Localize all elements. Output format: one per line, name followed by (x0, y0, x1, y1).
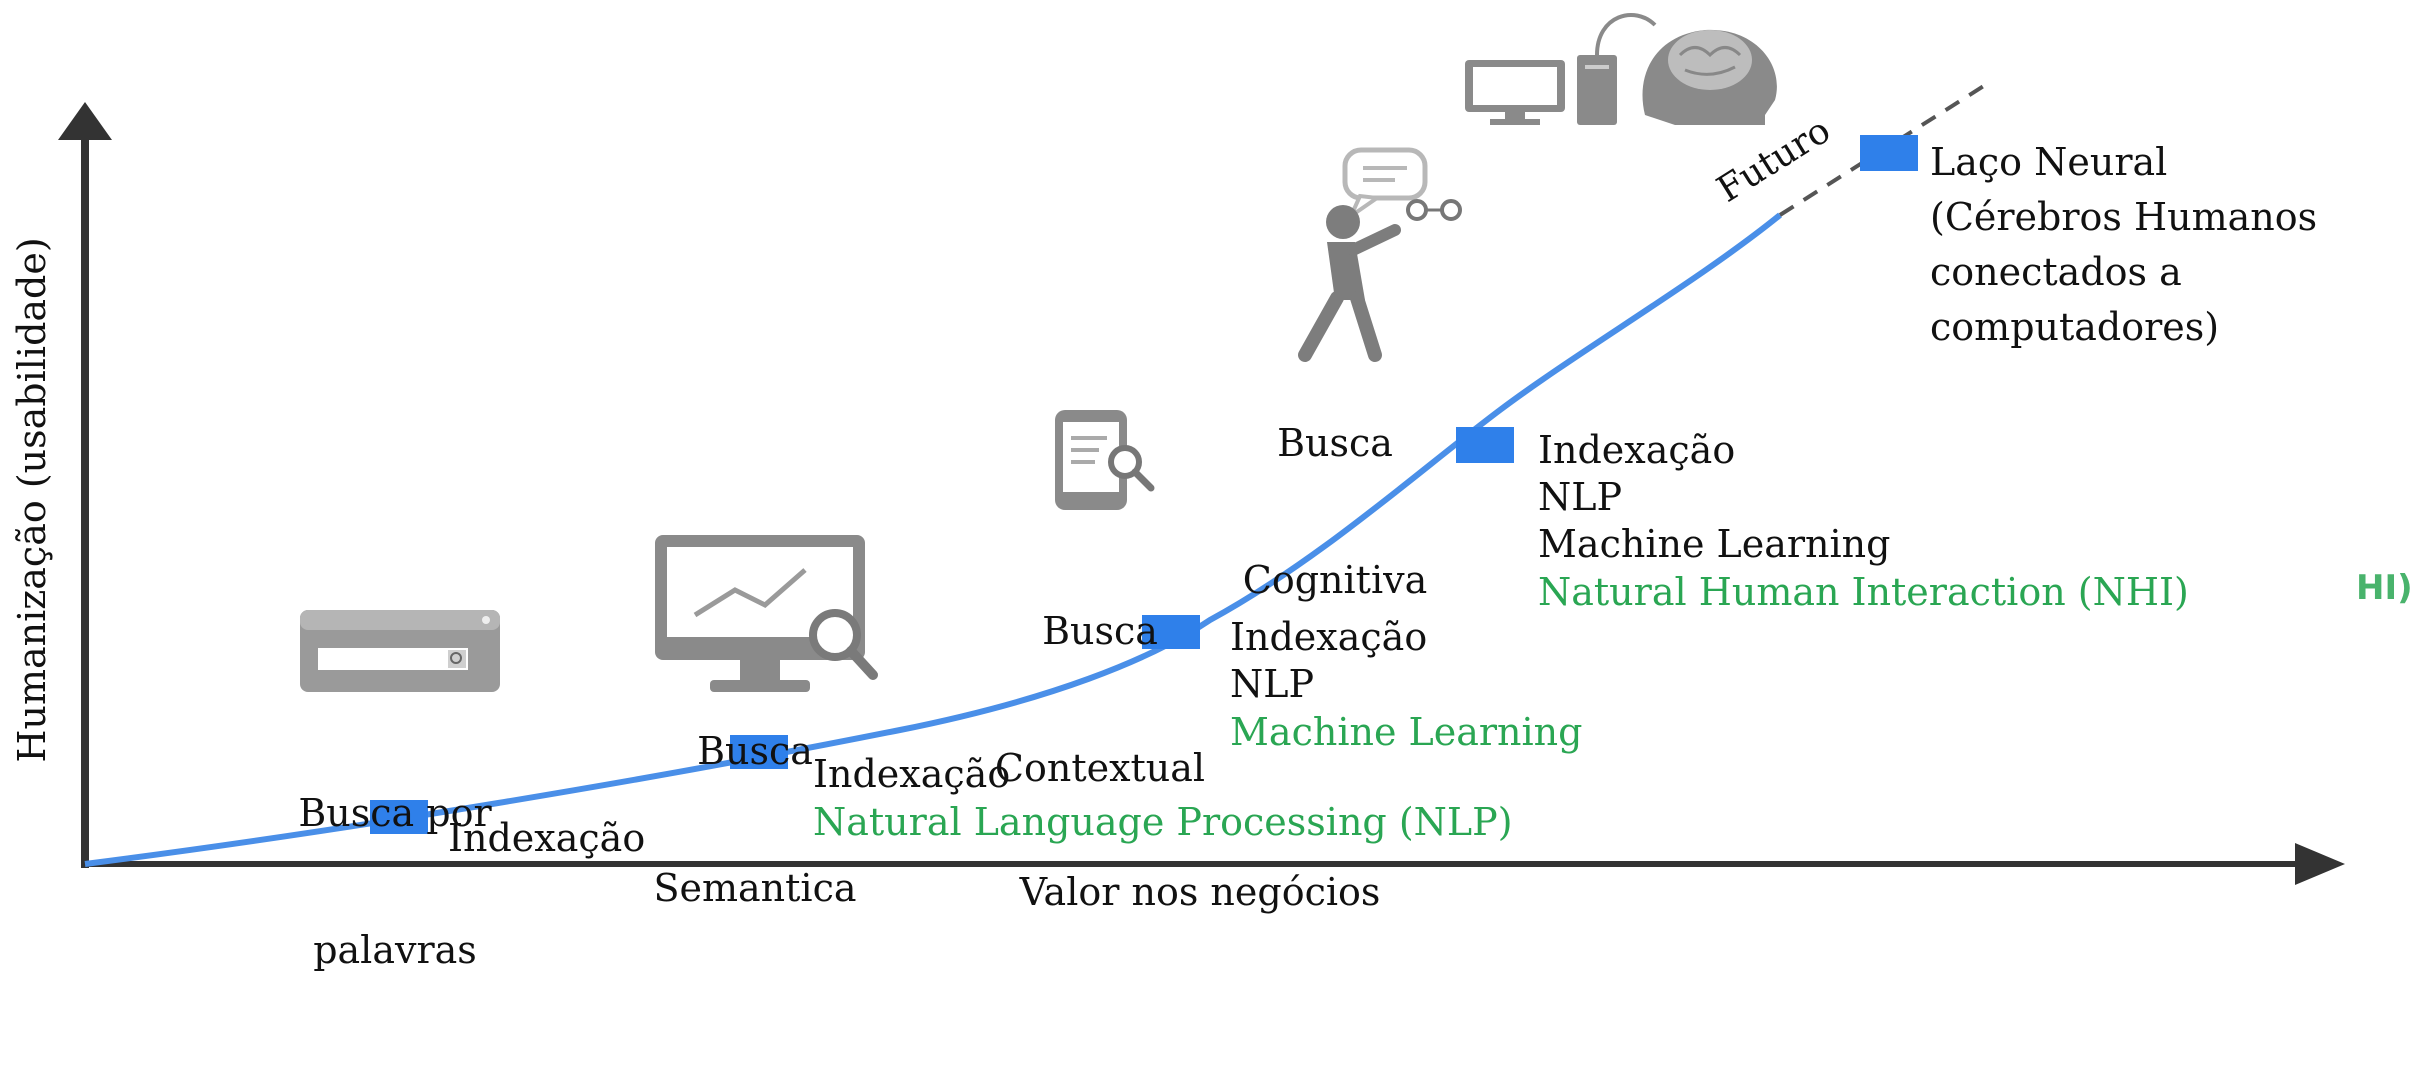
stage-marker (1142, 615, 1200, 649)
stage-technique: Machine Learning (1230, 710, 1583, 754)
stage-marker (1456, 427, 1514, 463)
stage-marker (1860, 135, 1918, 171)
search-evolution-diagram: Humanização (usabilidade) Futuro Valor n… (10, 13, 2413, 972)
stage-technique: Natural Human Interaction (NHI) (1538, 570, 2189, 614)
stage-technique: (Cérebros Humanos (1930, 195, 2318, 239)
stage-title-line: Cognitiva (1242, 557, 1428, 602)
y-axis-label: Humanização (usabilidade) (10, 237, 54, 762)
person-speech-icon (1298, 147, 1462, 362)
edge-text-fragment: HI) (2356, 568, 2413, 608)
stage-title-line: Busca por (298, 791, 492, 836)
stage-technique: NLP (1230, 662, 1315, 706)
x-axis-label: Valor nos negócios (1019, 870, 1381, 914)
stage-technique: Laço Neural (1930, 140, 2168, 184)
x-axis-arrowhead (2295, 843, 2345, 885)
search-box-icon (300, 610, 500, 692)
stage-title: Busca Contextual (950, 518, 1250, 883)
stage-technique: Indexação (813, 752, 1011, 796)
stage-technique: Natural Language Processing (NLP) (813, 800, 1513, 844)
monitor-search-icon (655, 535, 878, 692)
stage-technique: Machine Learning (1538, 522, 1891, 566)
stage-title-line: Busca (697, 729, 813, 774)
stage-marker (370, 800, 428, 834)
stage-title: Busca por palavras (270, 700, 520, 1065)
stage-technique: Indexação (448, 816, 646, 860)
computer-brain-icon (1465, 13, 1777, 125)
stage-title: Busca Semantica (630, 638, 880, 1003)
stage-technique: conectados a (1930, 250, 2182, 294)
mobile-search-icon (1055, 410, 1155, 510)
diagram-canvas: Humanização (usabilidade) Futuro (10, 13, 2345, 885)
stage-title-line: Contextual (994, 745, 1206, 790)
y-axis-arrowhead (58, 102, 112, 140)
stage-title-line: palavras (313, 927, 477, 972)
stage-title-line: Busca (1042, 609, 1158, 654)
stage-title-line: Busca (1277, 421, 1393, 466)
stage-marker (730, 735, 788, 769)
stage-technique: Indexação (1538, 428, 1736, 472)
stage-title: Busca Cognitiva (1220, 330, 1450, 695)
stage-title-line: Semantica (653, 865, 857, 910)
stage-technique: Indexação (1230, 615, 1428, 659)
stage-technique: NLP (1538, 475, 1623, 519)
stage-technique: computadores) (1930, 305, 2220, 349)
